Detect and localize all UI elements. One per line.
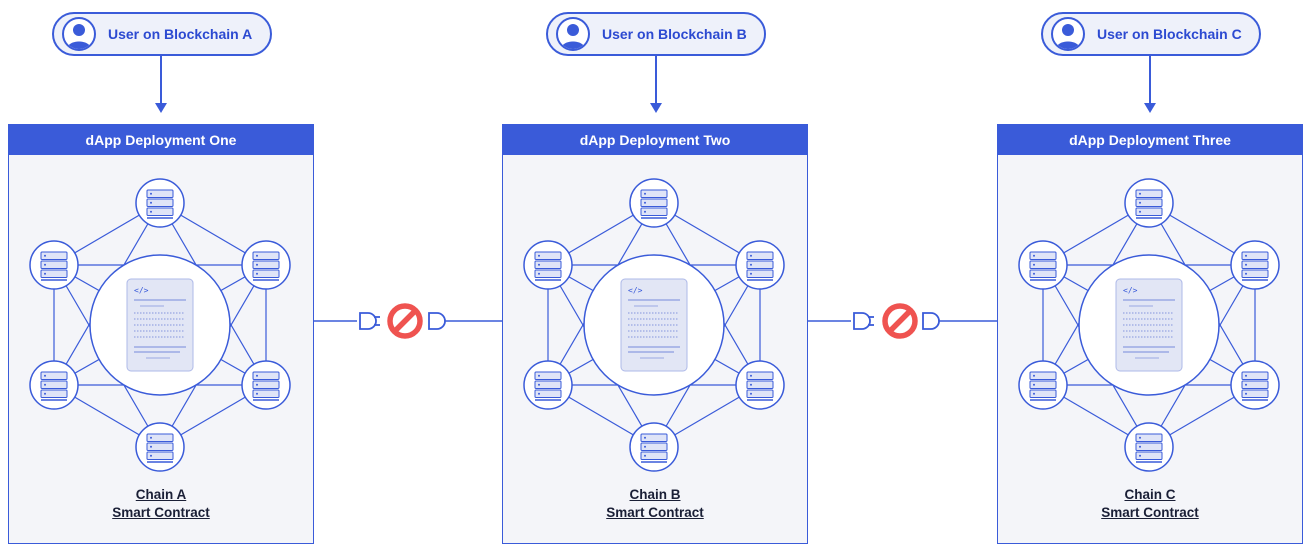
- down-arrow-a: [155, 56, 167, 113]
- down-arrow-b: [650, 56, 662, 113]
- user-pill-c: User on Blockchain C: [1041, 12, 1261, 56]
- user-label: User on Blockchain C: [1097, 26, 1242, 42]
- chain-contract-label: Chain B Smart Contract: [503, 486, 807, 522]
- contract-document-icon: </>: [126, 278, 194, 372]
- contract-document-icon: </>: [1115, 278, 1183, 372]
- blocked-connector-ab: [314, 303, 502, 339]
- socket-icon: [922, 312, 940, 330]
- plug-icon: [359, 312, 380, 330]
- user-avatar-icon: [1051, 17, 1085, 51]
- user-label: User on Blockchain B: [602, 26, 747, 42]
- server-icon: [534, 371, 562, 401]
- server-node-6: [523, 240, 573, 290]
- contract-document-icon: </>: [620, 278, 688, 372]
- server-node-1: [629, 178, 679, 228]
- smart-contract-label: Smart Contract: [112, 505, 210, 520]
- server-icon: [640, 189, 668, 219]
- blocked-icon: [387, 303, 423, 339]
- socket-icon: [428, 312, 446, 330]
- server-node-1: [135, 178, 185, 228]
- user-pill-b: User on Blockchain B: [546, 12, 766, 56]
- server-node-4: [1124, 422, 1174, 472]
- server-icon: [252, 371, 280, 401]
- server-icon: [1241, 371, 1269, 401]
- server-icon: [1029, 371, 1057, 401]
- server-icon: [146, 189, 174, 219]
- chain-contract-label: Chain A Smart Contract: [9, 486, 313, 522]
- server-node-4: [135, 422, 185, 472]
- user-label: User on Blockchain A: [108, 26, 253, 42]
- chain-name: Chain B: [629, 487, 681, 502]
- code-tag: </>: [628, 286, 643, 295]
- blocked-icon: [882, 303, 918, 339]
- node-network-diagram: </>: [1018, 178, 1280, 472]
- plug-icon: [853, 312, 874, 330]
- user-pill-a: User on Blockchain A: [52, 12, 272, 56]
- deployment-panel-two: dApp Deployment Two </> Chain B Smart Co…: [502, 124, 808, 544]
- server-icon: [746, 371, 774, 401]
- user-avatar-icon: [62, 17, 96, 51]
- server-node-3: [1230, 360, 1280, 410]
- code-tag: </>: [1123, 286, 1138, 295]
- user-avatar-icon: [556, 17, 590, 51]
- chain-name: Chain A: [135, 487, 187, 502]
- server-node-5: [523, 360, 573, 410]
- server-icon: [640, 433, 668, 463]
- server-node-5: [1018, 360, 1068, 410]
- down-arrow-c: [1144, 56, 1156, 113]
- server-node-4: [629, 422, 679, 472]
- smart-contract-label: Smart Contract: [606, 505, 704, 520]
- server-icon: [40, 251, 68, 281]
- chain-contract-label: Chain C Smart Contract: [998, 486, 1302, 522]
- server-icon: [252, 251, 280, 281]
- smart-contract-node: </>: [89, 254, 231, 396]
- deployment-panel-one: dApp Deployment One </> Chain A Smart Co…: [8, 124, 314, 544]
- server-icon: [1135, 433, 1163, 463]
- blocked-connector-bc: [808, 303, 997, 339]
- server-node-1: [1124, 178, 1174, 228]
- deployment-title: dApp Deployment One: [9, 125, 313, 155]
- server-icon: [534, 251, 562, 281]
- chain-name: Chain C: [1124, 487, 1176, 502]
- server-node-5: [29, 360, 79, 410]
- smart-contract-node: </>: [583, 254, 725, 396]
- server-icon: [146, 433, 174, 463]
- server-node-2: [735, 240, 785, 290]
- server-node-2: [1230, 240, 1280, 290]
- server-node-3: [241, 360, 291, 410]
- deployment-panel-three: dApp Deployment Three </> Chain C Smart …: [997, 124, 1303, 544]
- server-node-2: [241, 240, 291, 290]
- server-icon: [746, 251, 774, 281]
- server-node-6: [29, 240, 79, 290]
- node-network-diagram: </>: [29, 178, 291, 472]
- server-icon: [1029, 251, 1057, 281]
- smart-contract-node: </>: [1078, 254, 1220, 396]
- deployment-title: dApp Deployment Three: [998, 125, 1302, 155]
- server-node-6: [1018, 240, 1068, 290]
- smart-contract-label: Smart Contract: [1101, 505, 1199, 520]
- code-tag: </>: [134, 286, 149, 295]
- server-icon: [40, 371, 68, 401]
- server-icon: [1241, 251, 1269, 281]
- server-node-3: [735, 360, 785, 410]
- deployment-title: dApp Deployment Two: [503, 125, 807, 155]
- node-network-diagram: </>: [523, 178, 785, 472]
- server-icon: [1135, 189, 1163, 219]
